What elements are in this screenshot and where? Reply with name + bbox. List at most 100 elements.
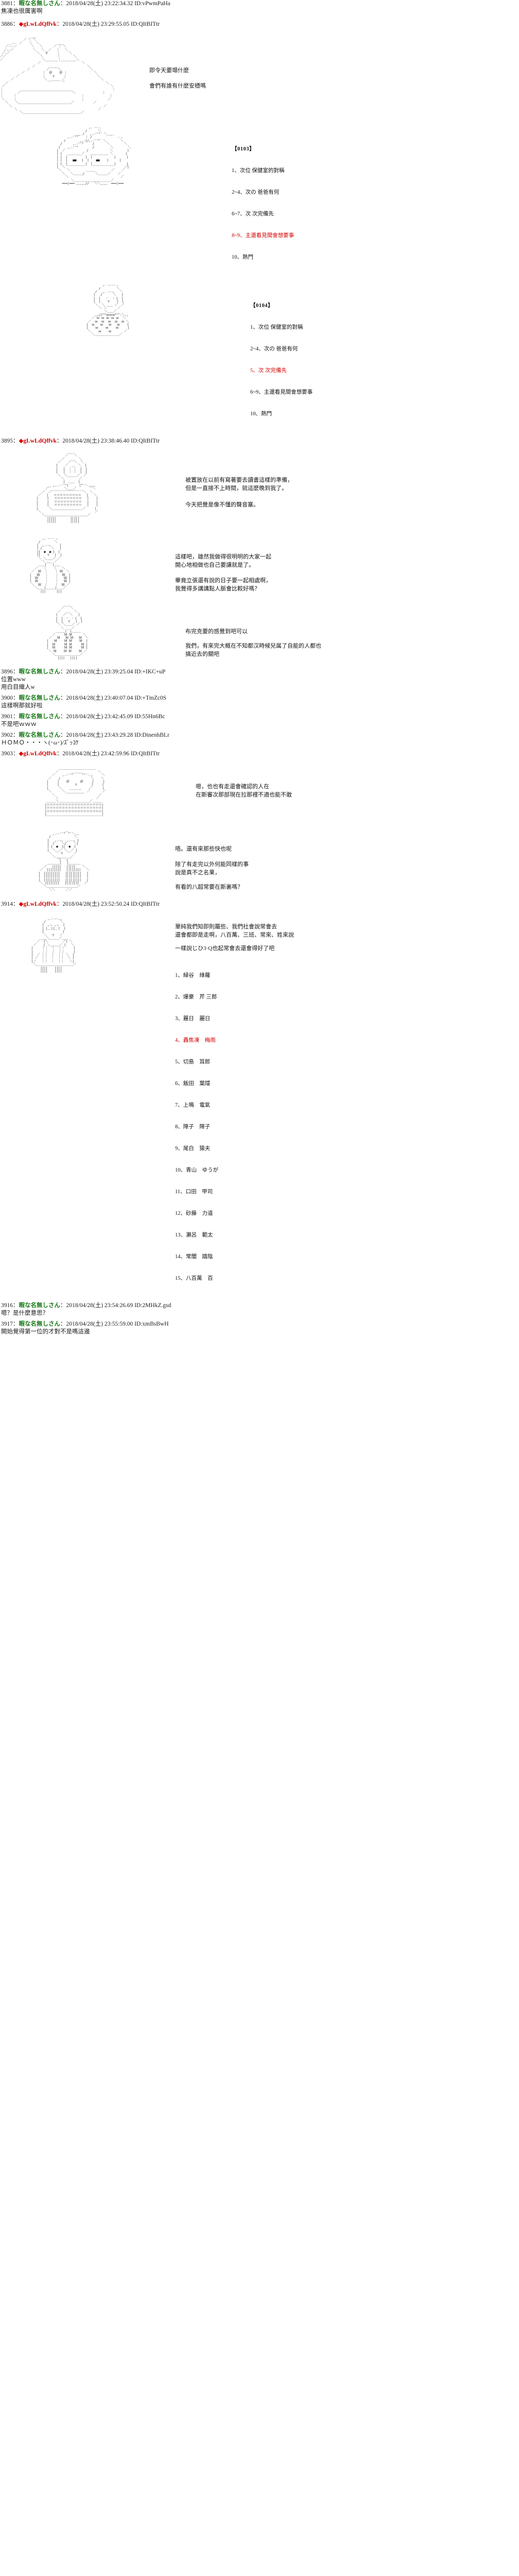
choice-option-highlighted[interactable]: 8~9、主還看見間會想要事 bbox=[232, 233, 295, 239]
list-item-right: 耳郎 bbox=[199, 1059, 211, 1065]
post-number: 3903 bbox=[1, 751, 13, 757]
choice-option[interactable]: 6~7、次 次完備先 bbox=[232, 211, 274, 217]
aa-section-8: ,.-‐''"￣"''‐., / ＼ | ,.‐-､ ,.‐-､ | | / ＼… bbox=[0, 832, 519, 895]
ascii-art: ＿＿ ／ ＼ ＼ ＿‐‐ ／ ＼ ＼ ＿＿ ／‐‐‐／ ＼ ＼ ／ ｜ ＼ ／‐… bbox=[0, 35, 115, 115]
ascii-art: ,. -‐‐- ､ / ＼ / ,. -‐-､ ＼ | / ＼ | | | ･ … bbox=[86, 283, 130, 337]
list-item[interactable]: 12、砂藤 力道 bbox=[175, 1210, 294, 1217]
list-item[interactable]: 5、切島 耳郎 bbox=[175, 1059, 294, 1066]
tripcode-diamond-icon: ◆ bbox=[19, 438, 24, 445]
post-number: 3896 bbox=[1, 669, 13, 675]
choice-option[interactable]: 2~4、次の 爸爸有何 bbox=[250, 346, 298, 352]
speech-line: 我們，有來完大概在不知都汉時候兒属了自能的人都也 bbox=[185, 643, 321, 650]
list-item[interactable]: 14、常闇 踏陰 bbox=[175, 1253, 294, 1261]
list-item[interactable]: 3、麗日 麗日 bbox=[175, 1015, 294, 1023]
speech-line: 我覺得多講講點人脈會比較好嗎？ bbox=[175, 586, 260, 592]
aa-section-5: ,. -‐‐- ､ / ＼ | ,.‐-､ | | / ＼ | || ● ● |… bbox=[0, 537, 519, 597]
thread-page: 3881：暇な名無しさん：2018/04/28(土) 23:22:34.32 I… bbox=[0, 1, 519, 1335]
ascii-art: ／￣￣＼ ／ ＼ ／ ／￣＼ ＼ | ／ ＿ ＼ | | | ｜ ｜ | | |… bbox=[36, 454, 98, 524]
speech-line: 有看的八超常要在斯裏嗎？ bbox=[175, 884, 243, 890]
post-author[interactable]: 暇な名無しさん bbox=[19, 1302, 61, 1309]
post-author[interactable]: 暇な名無しさん bbox=[19, 1, 61, 7]
list-item[interactable]: 6、飯田 葉隱 bbox=[175, 1080, 294, 1088]
speech-line: 在斯審次那部現在拉那裡不適也能不敢 bbox=[196, 792, 292, 799]
speech-line: 一樣說じひ3·Q也起常會去還會得好了吧 bbox=[175, 945, 275, 952]
post-text: 焦凍也很厲害啊 bbox=[1, 8, 43, 14]
list-item[interactable]: 1、緑谷 綠蘿 bbox=[175, 972, 294, 979]
post-id: ID:QItBITtr bbox=[130, 438, 160, 445]
list-item-num: 13、 bbox=[175, 1232, 186, 1238]
post-id: ID:+TmZc0S bbox=[134, 695, 167, 702]
speech-line: 搞近去的關吧 bbox=[185, 651, 219, 658]
choice-option-highlighted[interactable]: 5、次 次完備先 bbox=[250, 368, 287, 374]
post-sep2: ： bbox=[56, 438, 63, 445]
character-choice-list: 1、緑谷 綠蘿 2、爆豪 芹 三郎 3、麗日 麗日 4、轟焦凍 梅雨 5、切島 … bbox=[175, 958, 294, 1297]
post-text: 不是吧ｗｗｗ bbox=[1, 721, 37, 728]
list-item[interactable]: 11、口田 甲司 bbox=[175, 1189, 294, 1196]
post-author[interactable]: 暇な名無しさん bbox=[19, 732, 61, 739]
choice-option[interactable]: 1、次位 保健室的對稱 bbox=[250, 325, 303, 331]
list-item-label: 飯田 bbox=[183, 1080, 194, 1087]
list-item[interactable]: 2、爆豪 芹 三郎 bbox=[175, 994, 294, 1001]
post-number: 3914 bbox=[1, 901, 13, 907]
choice-option[interactable]: 10、熱門 bbox=[232, 255, 253, 261]
post-number: 3900 bbox=[1, 695, 13, 702]
choice-option[interactable]: 6~9、主還看見間會想要事 bbox=[250, 389, 313, 396]
choice-option[interactable]: 1、次位 保健室的對稱 bbox=[232, 168, 285, 174]
post-author[interactable]: 暇な名無しさん bbox=[19, 695, 61, 702]
list-item[interactable]: 9、尾白 猿夫 bbox=[175, 1145, 294, 1153]
post-author[interactable]: 暇な名無しさん bbox=[19, 1320, 61, 1327]
post-sep2: ： bbox=[60, 1320, 66, 1327]
post-id: ID:QItBITtr bbox=[130, 751, 160, 757]
post-sep: ： bbox=[13, 751, 19, 757]
post-id: ID:xmBsBwH bbox=[134, 1320, 169, 1327]
list-item-highlighted[interactable]: 4、轟焦凍 梅雨 bbox=[175, 1037, 294, 1044]
speech-line: 除了有走完以外何能同樣的事 bbox=[175, 861, 249, 868]
list-item-right: 猿夫 bbox=[199, 1145, 211, 1151]
post-header: 3903：◆gLwLdQffvk：2018/04/28(土) 23:42:59.… bbox=[0, 750, 519, 758]
list-item-label: 口田 bbox=[185, 1189, 197, 1195]
post-header: 3916：暇な名無しさん：2018/04/28(土) 23:54:26.69 I… bbox=[0, 1302, 519, 1310]
list-item[interactable]: 7、上鳴 電氣 bbox=[175, 1102, 294, 1109]
list-item-num: 6、 bbox=[175, 1080, 183, 1087]
post-sep: ： bbox=[13, 901, 19, 907]
post-author[interactable]: gLwLdQffvk bbox=[23, 438, 57, 445]
list-item-label: 爆豪 bbox=[183, 994, 194, 1000]
post-author[interactable]: gLwLdQffvk bbox=[23, 751, 57, 757]
post-header: 3917：暇な名無しさん：2018/04/28(土) 23:55:59.00 I… bbox=[0, 1320, 519, 1328]
post-date: 2018/04/28(土) 23:22:34.32 bbox=[66, 1, 133, 7]
post-author[interactable]: gLwLdQffvk bbox=[23, 21, 57, 27]
post-sep2: ： bbox=[60, 732, 66, 739]
aa-section-3: ,. -‐‐- ､ / ＼ / ,. -‐-､ ＼ | / ＼ | | | ･ … bbox=[0, 283, 519, 432]
list-item[interactable]: 8、障子 障子 bbox=[175, 1124, 294, 1131]
choice-option[interactable]: 2~4、次の 爸爸有何 bbox=[232, 190, 280, 196]
post-header: 3896：暇な名無しさん：2018/04/28(土) 23:39:25.04 I… bbox=[0, 668, 519, 676]
speech-line: 還會都即是走啊，八百萬、三班、常來、姓來說 bbox=[175, 931, 294, 938]
post-date: 2018/04/28(土) 23:40:07.04 bbox=[66, 695, 133, 702]
post-sep2: ： bbox=[60, 669, 66, 675]
tripcode-diamond-icon: ◆ bbox=[19, 21, 24, 27]
list-item-num: 4、 bbox=[175, 1037, 183, 1043]
aa-section-6: ／￣￣＼ ／ ＿ ＼ | ／ ＼ | | | ･ ･ | | | | ▽ | |… bbox=[0, 607, 519, 663]
post-author[interactable]: 暇な名無しさん bbox=[19, 714, 61, 720]
post-id: ID:2MHkZ.gsd bbox=[134, 1302, 171, 1309]
tripcode-diamond-icon: ◆ bbox=[19, 751, 24, 757]
post-sep: ： bbox=[13, 438, 19, 445]
post-text: 嗯？是什麼意思？ bbox=[1, 1310, 48, 1316]
list-item-label: 緑谷 bbox=[183, 972, 194, 978]
choice-title: 【0104】 bbox=[250, 303, 273, 309]
aa-section-2: ,. ‐‐ ､ / ＼ ＿＿ / ,.‐''"´ ＼＿＿ ,.‐''"´ ｜ /… bbox=[0, 126, 519, 276]
post-author[interactable]: 暇な名無しさん bbox=[19, 669, 61, 675]
list-item[interactable]: 10、青山 ゆうが bbox=[175, 1167, 294, 1174]
post-sep: ： bbox=[13, 21, 19, 27]
speech-line: 但是一直接不上時間，就這麼晚到我了。 bbox=[185, 485, 287, 492]
list-item[interactable]: 13、瀬呂 範太 bbox=[175, 1232, 294, 1239]
speech-line: 今天把覺是像不懂的聲音塞。 bbox=[185, 502, 259, 509]
speech-line: 說是真不之名果， bbox=[175, 869, 220, 876]
choice-option[interactable]: 10、熱門 bbox=[250, 411, 272, 417]
post-text: 位置www 用白目織人w bbox=[1, 676, 35, 691]
list-item-right: 百 bbox=[207, 1275, 213, 1281]
list-item-num: 3、 bbox=[175, 1015, 183, 1022]
list-item-right: 甲司 bbox=[202, 1189, 213, 1195]
post-author[interactable]: gLwLdQffvk bbox=[23, 901, 57, 907]
list-item[interactable]: 15、八百萬 百 bbox=[175, 1275, 294, 1282]
